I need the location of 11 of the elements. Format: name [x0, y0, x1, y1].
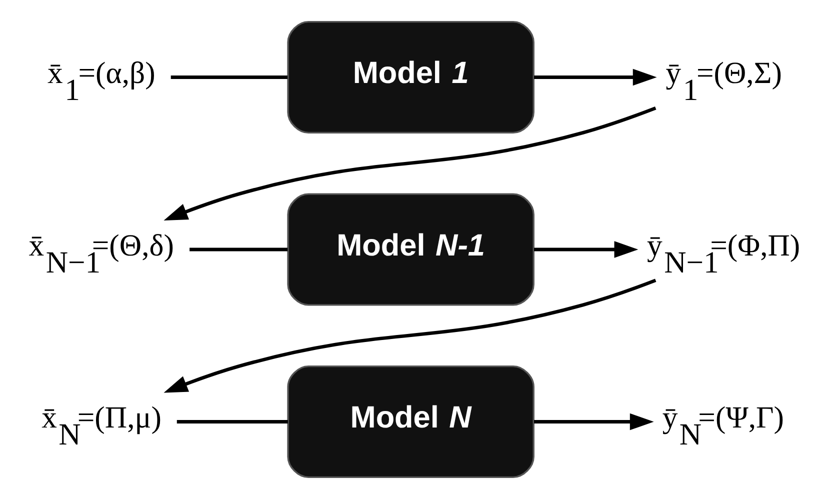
node-box: Model N-1 [287, 193, 534, 306]
connector [176, 420, 288, 424]
node-box: Model 1 [287, 20, 534, 134]
arrow [164, 278, 656, 393]
node-box: Model N [287, 365, 534, 478]
arrow [164, 106, 656, 220]
connector [170, 76, 288, 79]
arrow [534, 241, 638, 258]
arrow [534, 413, 654, 430]
arrow [534, 68, 657, 86]
connector [190, 248, 288, 252]
